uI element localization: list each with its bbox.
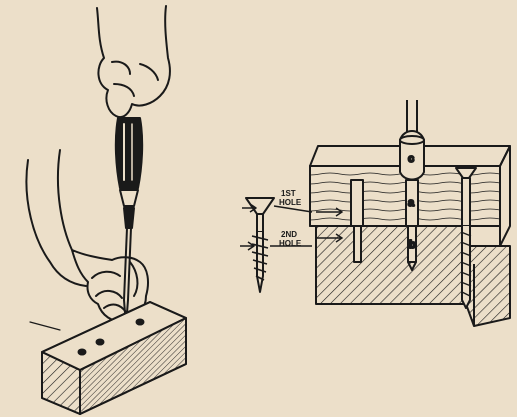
screw-shank-icon — [257, 214, 263, 232]
first-hole-label-line2: HOLE — [279, 198, 302, 207]
wood-joint-cutaway: c a b — [310, 100, 510, 326]
part-c-label: c — [408, 153, 414, 165]
board-hole — [137, 320, 144, 325]
arm-outline — [26, 160, 86, 286]
screwdriver-handle-icon — [116, 118, 142, 194]
second-hole-label-line1: 2ND — [281, 230, 297, 239]
wood-board — [42, 302, 186, 414]
upper-hand-icon — [97, 6, 170, 117]
bottom-block — [316, 226, 466, 304]
board-hole — [97, 340, 104, 345]
board-hole — [79, 350, 86, 355]
hand-screwdriver-illustration — [26, 6, 186, 414]
first-hole-label-line1: 1ST — [281, 189, 296, 198]
part-b-label: b — [409, 239, 416, 251]
second-hole-label-line2: HOLE — [279, 239, 302, 248]
part-a-label: a — [408, 197, 415, 209]
wood-screw-diagram — [240, 198, 274, 292]
screwdriver-shaft-icon — [124, 228, 131, 300]
